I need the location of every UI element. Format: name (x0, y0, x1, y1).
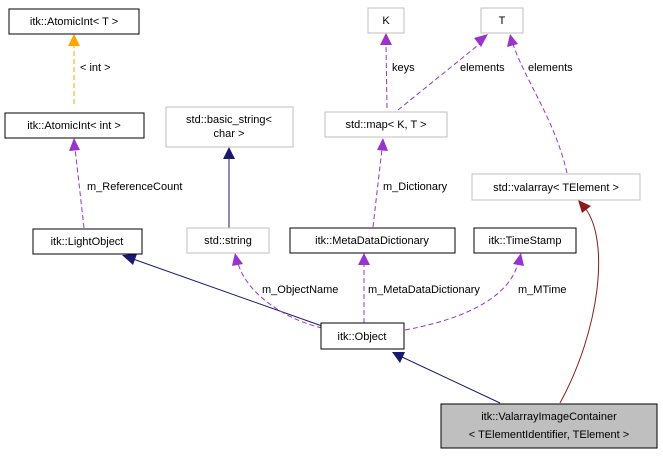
edge-elements-valarray-arrowhead (507, 34, 518, 47)
edge-label-mtime: m_MTime (518, 284, 566, 296)
node-k-label: K (382, 15, 390, 27)
edge-label-reference-count: m_ReferenceCount (87, 181, 182, 193)
node-valarray-image-container[interactable]: itk::ValarrayImageContainer < TElementId… (440, 403, 658, 449)
node-valarray-label: std::valarray< TElement > (493, 182, 619, 194)
edge-string-inheritance-arrowhead (223, 147, 235, 159)
edge-container-valarray (559, 207, 600, 404)
edge-object-inheritance (132, 258, 323, 327)
node-atomicint-t[interactable]: itk::AtomicInt< T > (8, 8, 140, 35)
edge-dictionary (372, 148, 383, 228)
edge-label-dictionary: m_Dictionary (383, 181, 448, 193)
node-atomicint-int[interactable]: itk::AtomicInt< int > (4, 112, 145, 139)
edge-label-elements-map: elements (460, 62, 505, 74)
node-std-string[interactable]: std::string (186, 227, 270, 254)
edge-label-int: < int > (80, 62, 111, 74)
edge-template-int-arrowhead (68, 34, 80, 46)
edge-metadata-dictionary-arrowhead (358, 253, 370, 265)
edge-container-inheritance (401, 356, 501, 404)
edge-elements-map-arrowhead (474, 34, 488, 47)
edge-object-inheritance-arrowhead (122, 254, 137, 265)
node-object[interactable]: itk::Object (320, 322, 405, 350)
node-metadatadictionary-label: itk::MetaDataDictionary (315, 235, 429, 247)
edge-container-valarray-arrowhead (578, 200, 591, 213)
node-metadatadictionary[interactable]: itk::MetaDataDictionary (289, 227, 456, 254)
edge-reference-count (74, 147, 85, 229)
edge-object-name-arrowhead (232, 253, 243, 266)
edge-mtime-arrowhead (513, 253, 524, 266)
edge-label-object-name: m_ObjectName (262, 284, 338, 296)
node-t-label: T (499, 15, 506, 27)
node-container-label-line2: < TElementIdentifier, TElement > (469, 429, 629, 441)
node-basic-string[interactable]: std::basic_string< char > (165, 106, 294, 148)
edge-label-metadata-dictionary: m_MetaDataDictionary (368, 284, 480, 296)
node-atomicint-int-label: itk::AtomicInt< int > (27, 120, 121, 132)
edge-reference-count-arrowhead (69, 138, 80, 151)
node-basic-string-label-line2: char > (214, 128, 245, 140)
edge-label-elements-valarray: elements (528, 62, 573, 74)
node-container-label-line1: itk::ValarrayImageContainer (481, 411, 617, 423)
node-k[interactable]: K (367, 7, 405, 34)
edge-label-keys: keys (392, 62, 415, 74)
edge-container-inheritance-arrowhead (392, 352, 405, 363)
node-std-string-label: std::string (204, 235, 252, 247)
edge-keys-arrowhead (380, 33, 392, 45)
node-object-label: itk::Object (338, 331, 387, 343)
edge-elements-map (397, 41, 483, 111)
edge-mtime (404, 262, 519, 331)
node-basic-string-label-line1: std::basic_string< (186, 114, 272, 126)
node-timestamp-label: itk::TimeStamp (489, 235, 562, 247)
node-lightobject-label: itk::LightObject (51, 236, 124, 248)
edge-keys (385, 42, 388, 109)
node-atomicint-t-label: itk::AtomicInt< T > (30, 16, 118, 28)
edge-dictionary-arrowhead (377, 138, 388, 151)
node-std-map[interactable]: std::map< K, T > (324, 111, 448, 138)
node-timestamp[interactable]: itk::TimeStamp (473, 227, 577, 254)
node-lightobject[interactable]: itk::LightObject (32, 228, 143, 255)
edge-elements-valarray (512, 43, 568, 174)
node-valarray[interactable]: std::valarray< TElement > (471, 173, 641, 201)
node-std-map-label: std::map< K, T > (346, 119, 427, 131)
node-t[interactable]: T (480, 7, 524, 34)
